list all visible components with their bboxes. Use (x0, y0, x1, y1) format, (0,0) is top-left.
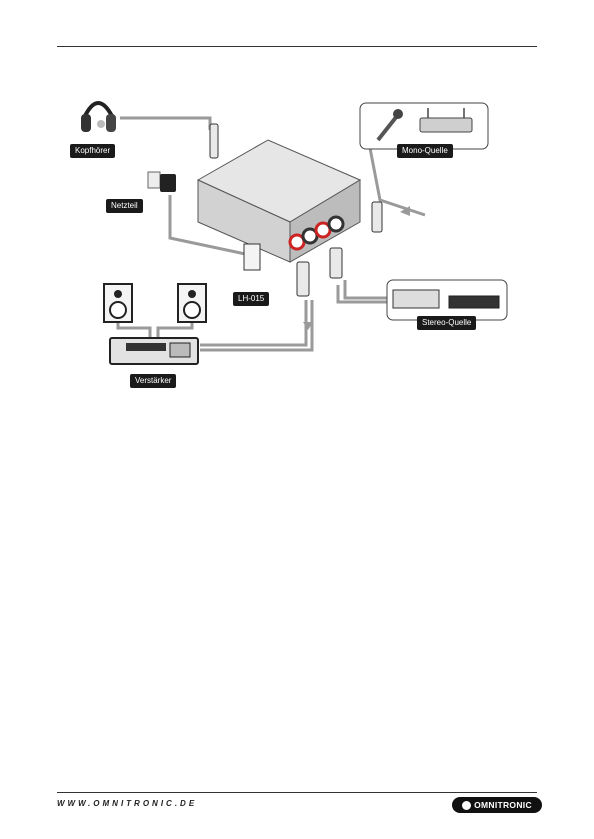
speaker-left-icon (104, 284, 132, 322)
brand-logo: OMNITRONIC (452, 797, 542, 813)
label-stereo-source: Stereo-Quelle (417, 316, 476, 330)
connection-diagram (0, 0, 594, 420)
speaker-right-icon (178, 284, 206, 322)
label-power-supply: Netzteil (106, 199, 143, 213)
lh015-device (198, 124, 382, 296)
headphones-icon (81, 103, 116, 132)
power-adapter-icon (148, 172, 176, 192)
brand-name: OMNITRONIC (474, 800, 532, 810)
mono-source-panel (360, 103, 488, 149)
stereo-source-panel (387, 280, 507, 320)
amplifier-icon (110, 338, 198, 364)
label-amplifier: Verstärker (130, 374, 176, 388)
speaker-wire (118, 322, 150, 338)
footer-rule (57, 792, 537, 793)
footer-url: WWW.OMNITRONIC.DE (57, 799, 197, 808)
amplifier-cable (200, 300, 306, 345)
brand-badge-icon (462, 801, 471, 810)
headphone-cable (120, 118, 210, 130)
label-mono-source: Mono-Quelle (397, 144, 453, 158)
label-device: LH-015 (233, 292, 269, 306)
label-headphones: Kopfhörer (70, 144, 115, 158)
